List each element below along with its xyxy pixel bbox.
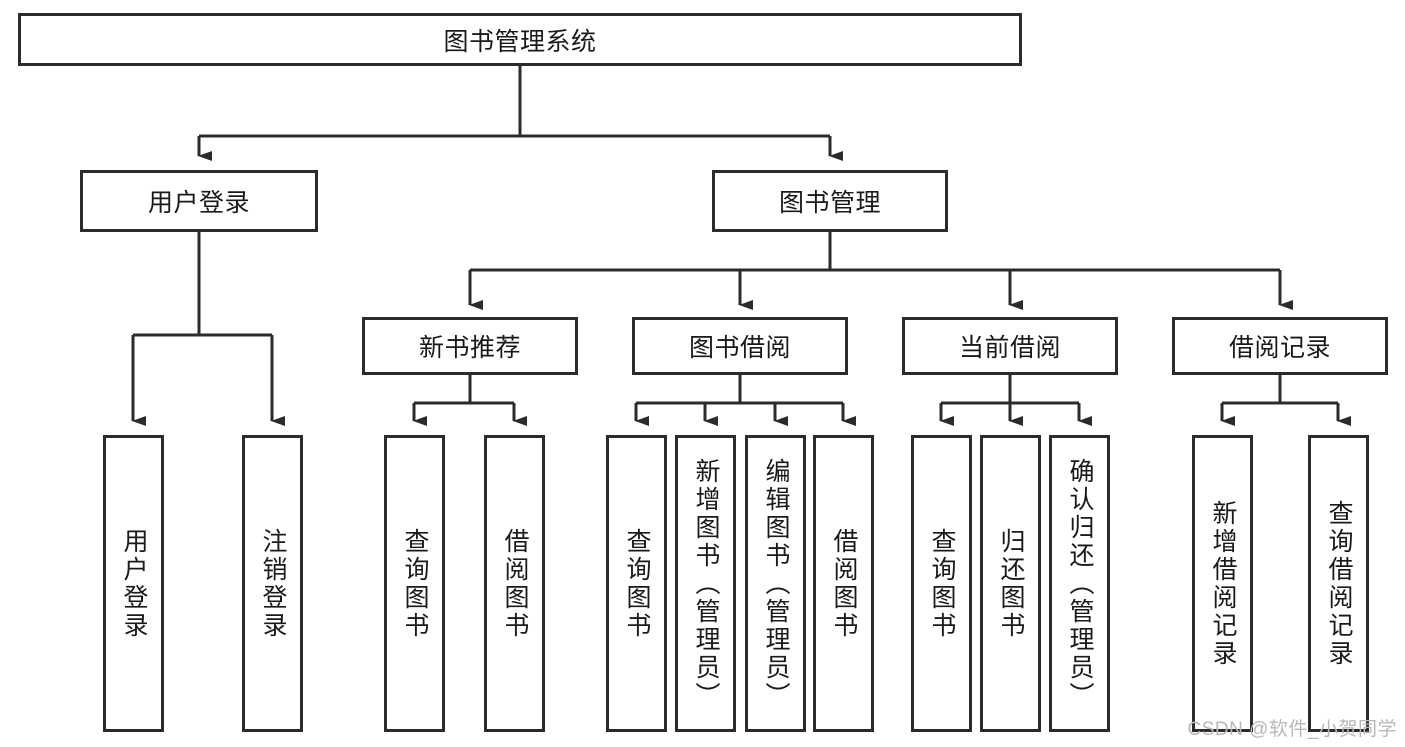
- node-label: 确认归还（管理员）: [1066, 457, 1094, 710]
- leaf-book-borrow-add[interactable]: 新增图书（管理员）: [675, 435, 736, 732]
- node-label: 新增图书（管理员）: [692, 457, 720, 710]
- node-label: 查询图书: [623, 527, 651, 640]
- node-label: 归还图书: [997, 527, 1025, 640]
- leaf-current-borrow-return[interactable]: 归还图书: [980, 435, 1041, 732]
- node-label: 用户登录: [147, 189, 250, 217]
- node-book-management[interactable]: 图书管理: [712, 170, 948, 232]
- node-label: 查询图书: [401, 527, 429, 640]
- node-label: 当前借阅: [958, 334, 1061, 362]
- node-label: 图书管理系统: [443, 27, 597, 56]
- node-label: 用户登录: [120, 527, 148, 640]
- leaf-user-login-signin[interactable]: 用户登录: [103, 435, 164, 732]
- node-label: 借阅记录: [1228, 334, 1331, 362]
- node-label: 借阅图书: [501, 527, 529, 640]
- node-borrow-record[interactable]: 借阅记录: [1172, 317, 1388, 375]
- leaf-new-book-borrow[interactable]: 借阅图书: [484, 435, 545, 732]
- leaf-current-borrow-confirm-return[interactable]: 确认归还（管理员）: [1049, 435, 1110, 732]
- node-label: 编辑图书（管理员）: [762, 457, 790, 710]
- node-root-system[interactable]: 图书管理系统: [18, 13, 1022, 66]
- node-label: 图书借阅: [688, 334, 791, 362]
- node-user-login[interactable]: 用户登录: [80, 170, 318, 232]
- leaf-borrow-record-add[interactable]: 新增借阅记录: [1192, 435, 1253, 732]
- node-label: 查询图书: [928, 527, 956, 640]
- watermark-text: CSDN @软件_小贺同学: [1187, 719, 1397, 740]
- leaf-book-borrow-borrow[interactable]: 借阅图书: [813, 435, 874, 732]
- node-current-borrow[interactable]: 当前借阅: [902, 317, 1118, 375]
- leaf-book-borrow-query[interactable]: 查询图书: [606, 435, 667, 732]
- node-label: 图书管理: [778, 189, 881, 217]
- node-label: 新增借阅记录: [1209, 499, 1237, 668]
- leaf-borrow-record-query[interactable]: 查询借阅记录: [1308, 435, 1369, 732]
- node-book-borrow[interactable]: 图书借阅: [632, 317, 848, 375]
- node-new-book-recommend[interactable]: 新书推荐: [362, 317, 578, 375]
- node-label: 新书推荐: [418, 334, 521, 362]
- leaf-book-borrow-edit[interactable]: 编辑图书（管理员）: [745, 435, 806, 732]
- node-label: 借阅图书: [830, 527, 858, 640]
- node-label: 注销登录: [259, 527, 287, 640]
- node-label: 查询借阅记录: [1325, 499, 1353, 668]
- leaf-current-borrow-query[interactable]: 查询图书: [911, 435, 972, 732]
- leaf-new-book-query[interactable]: 查询图书: [384, 435, 445, 732]
- leaf-user-login-signout[interactable]: 注销登录: [242, 435, 303, 732]
